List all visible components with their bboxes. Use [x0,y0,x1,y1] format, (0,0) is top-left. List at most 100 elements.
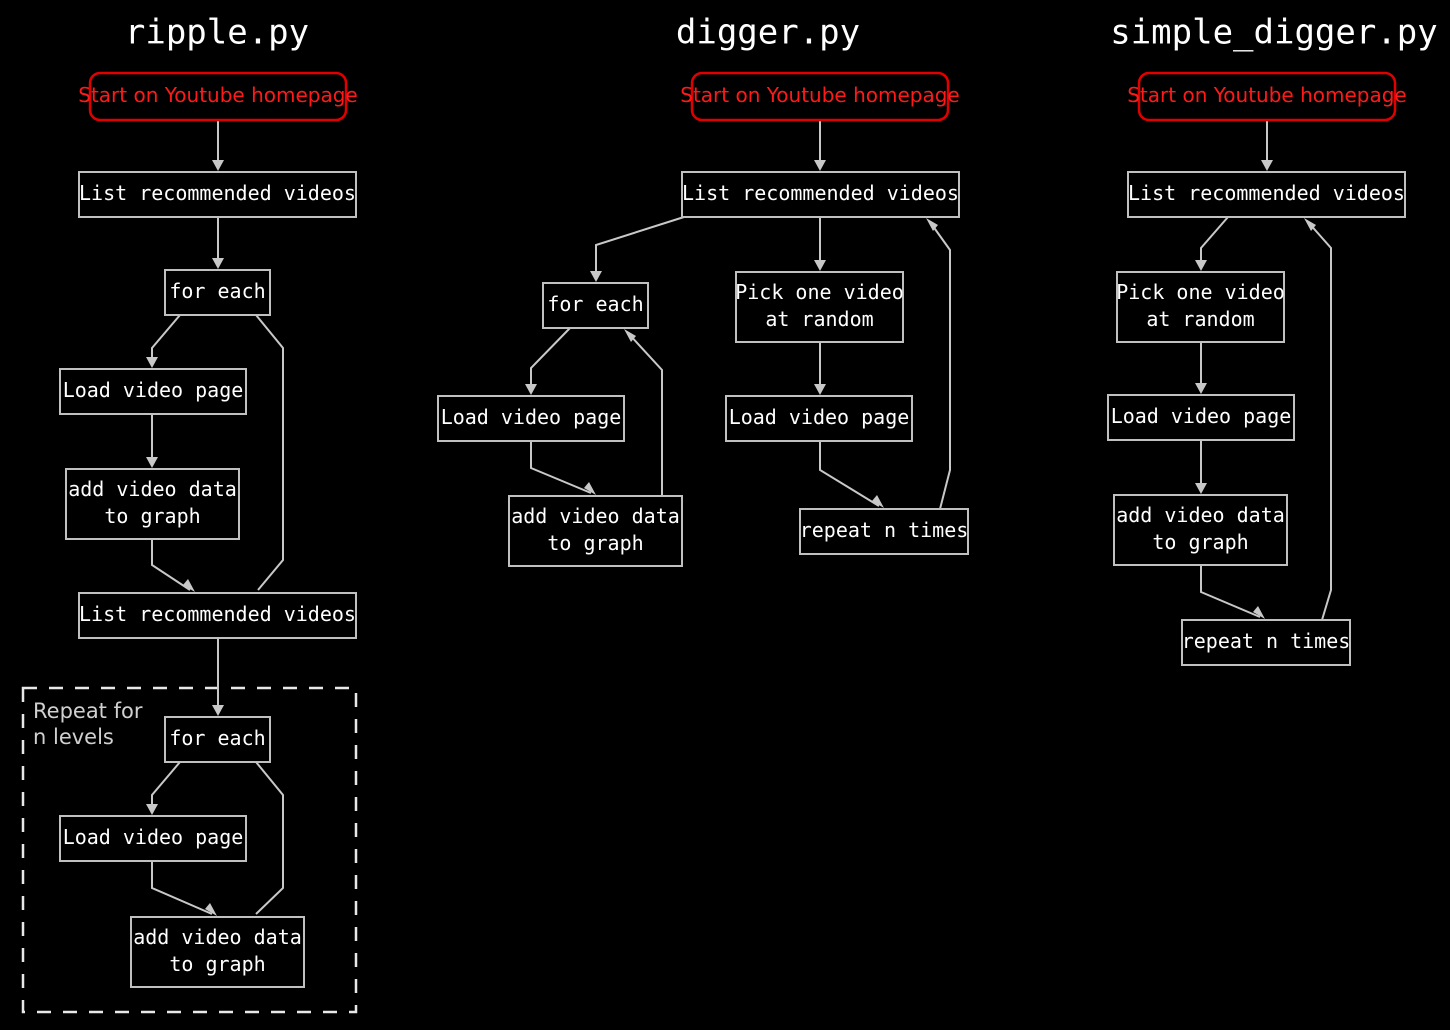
node-box-d-repeat[interactable] [799,508,969,555]
edge-d-list-to-d-foreach [595,216,685,277]
node-box-s-repeat[interactable] [1181,619,1351,666]
arrowhead-r-load2-to-r-add2 [205,903,217,916]
node-label-d-start: Start on Youtube homepage [680,83,959,107]
node-label-d-add: to graph [547,531,643,555]
column-title-digger: digger.py [676,13,860,53]
node-label-r-foreach1: for each [169,279,265,303]
node-label-d-foreach: for each [547,292,643,316]
node-label-s-pick: Pick one video [1116,280,1285,304]
arrowhead-r-add1-to-r-list2 [183,579,195,592]
arrowhead-r-start-to-r-list1 [212,160,224,171]
node-box-s-load[interactable] [1107,394,1295,441]
node-label-r-load2: Load video page [63,825,244,849]
node-box-r-add2[interactable] [130,916,305,988]
subgraph-label-line2: n levels [33,725,114,749]
node-label-s-pick: at random [1146,307,1254,331]
node-label-r-list1: List recommended videos [79,181,356,205]
node-box-d-foreach[interactable] [542,282,649,329]
node-label-r-foreach2: for each [169,726,265,750]
node-label-r-load1: Load video page [63,378,244,402]
arrowhead-s-list-to-s-pick [1195,260,1207,271]
node-box-d-pick[interactable] [735,271,904,343]
arrowhead-d-load2-to-d-repeat [872,495,884,508]
node-label-d-load2: Load video page [729,405,910,429]
node-box-r-foreach1[interactable] [164,269,271,316]
node-label-s-load: Load video page [1111,404,1292,428]
node-box-r-load1[interactable] [59,368,247,415]
arrowhead-r-foreach2-to-r-load2 [146,804,158,815]
node-label-s-add: to graph [1152,530,1248,554]
edge-r-foreach1-to-r-list2 [255,314,284,591]
arrowhead-d-start-to-d-list [814,160,826,171]
edge-s-add-to-s-repeat [1200,565,1261,618]
node-label-r-add1: to graph [104,504,200,528]
node-box-d-list[interactable] [681,171,960,218]
node-label-s-add: add video data [1116,503,1285,527]
node-box-d-add[interactable] [508,495,683,567]
edge-d-load2-to-d-repeat [819,441,880,507]
node-label-d-pick: Pick one video [735,280,904,304]
node-label-d-repeat: repeat n times [800,518,969,542]
node-box-d-load2[interactable] [725,395,913,442]
node-box-r-list1[interactable] [78,171,357,218]
node-label-d-pick: at random [765,307,873,331]
arrowhead-r-list1-to-r-foreach1 [212,258,224,269]
edge-r-foreach2-to-r-add2 [255,761,284,915]
arrowhead-d-foreach-to-d-load1 [525,384,537,395]
subgraph-box-ripple [21,686,358,1014]
node-box-r-add1[interactable] [65,468,240,540]
edge-r-load2-to-r-add2 [151,861,213,915]
node-label-r-add2: to graph [169,952,265,976]
edge-r-foreach2-to-r-load2 [151,761,181,810]
node-label-r-add2: add video data [133,925,302,949]
node-label-d-add: add video data [511,504,680,528]
arrowhead-r-load1-to-r-add1 [146,457,158,468]
arrowhead-r-list2-to-r-foreach2 [212,705,224,716]
subgraph-label-line1: Repeat for [33,699,143,723]
node-label-d-list: List recommended videos [682,181,959,205]
arrowhead-d-list-to-d-foreach [590,271,602,282]
arrowhead-r-foreach1-to-r-load1 [146,357,158,368]
node-box-r-list2[interactable] [78,592,357,639]
arrowhead-s-pick-to-s-load [1195,383,1207,394]
arrowhead-s-add-to-s-repeat [1253,606,1265,619]
node-box-s-add[interactable] [1113,494,1288,566]
arrowhead-s-repeat-to-s-list [1304,218,1316,231]
arrowhead-d-list-to-d-pick [814,260,826,271]
edge-s-repeat-to-s-list [1307,221,1332,621]
arrowhead-d-repeat-to-d-list [926,218,938,231]
edge-r-foreach1-to-r-load1 [151,314,181,363]
node-label-d-load1: Load video page [441,405,622,429]
arrowhead-d-load1-to-d-add [584,482,596,495]
node-box-d-start[interactable] [690,71,950,122]
node-box-s-start[interactable] [1137,71,1397,122]
node-box-d-load1[interactable] [437,395,625,442]
arrowhead-d-add-to-d-foreach [624,329,636,342]
arrowhead-s-start-to-s-list [1261,160,1273,171]
edge-d-foreach-to-d-load1 [530,327,571,390]
node-box-r-load2[interactable] [59,815,247,862]
node-label-s-start: Start on Youtube homepage [1127,83,1406,107]
node-box-r-foreach2[interactable] [164,716,271,763]
node-label-r-start: Start on Youtube homepage [78,83,357,107]
edge-s-list-to-s-pick [1200,216,1229,266]
column-title-ripple: ripple.py [125,13,309,53]
node-label-r-list2: List recommended videos [79,602,356,626]
arrowhead-s-load-to-s-add [1195,483,1207,494]
arrowhead-d-pick-to-d-load2 [814,384,826,395]
edge-r-add1-to-r-list2 [151,539,191,591]
node-label-r-add1: add video data [68,477,237,501]
node-label-s-list: List recommended videos [1128,181,1405,205]
edge-d-load1-to-d-add [530,441,592,494]
node-box-s-pick[interactable] [1116,271,1285,343]
node-box-s-list[interactable] [1127,171,1406,218]
edge-d-repeat-to-d-list [929,221,951,510]
node-box-r-start[interactable] [88,71,348,122]
node-label-s-repeat: repeat n times [1182,629,1351,653]
edge-d-add-to-d-foreach [627,332,663,496]
